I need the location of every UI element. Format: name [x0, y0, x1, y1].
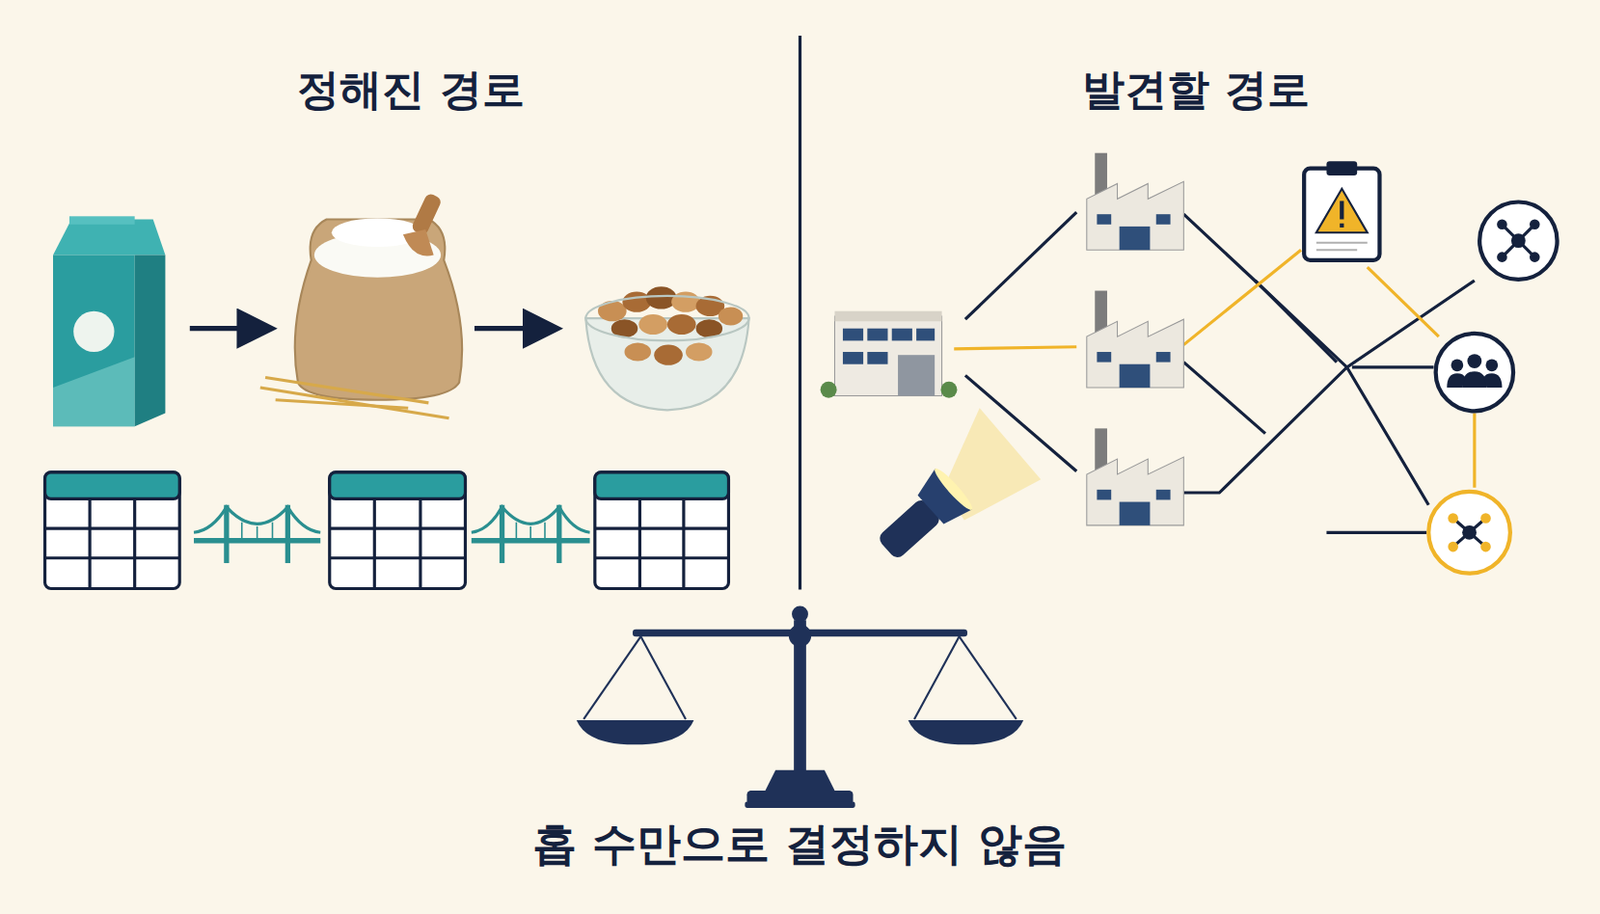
- warehouse-building: [820, 311, 958, 399]
- warning-clipboard: [1303, 161, 1380, 261]
- bridge-icons: [193, 505, 591, 564]
- network-circle-icons: [1428, 201, 1557, 573]
- milk-carton: [53, 216, 165, 427]
- section-heading: 정해진 경로: [297, 61, 524, 119]
- flour-sack: [260, 191, 462, 418]
- nut-bowl: [585, 286, 749, 410]
- section-heading: 발견할 경로: [1082, 61, 1309, 119]
- flashlight: [867, 407, 1041, 570]
- caption: 홉 수만으로 결정하지 않음: [532, 814, 1067, 875]
- balance-scale: [576, 605, 1024, 808]
- table-icons: [45, 472, 730, 590]
- factory-icons: [1086, 153, 1185, 526]
- network-lines: [953, 212, 1475, 533]
